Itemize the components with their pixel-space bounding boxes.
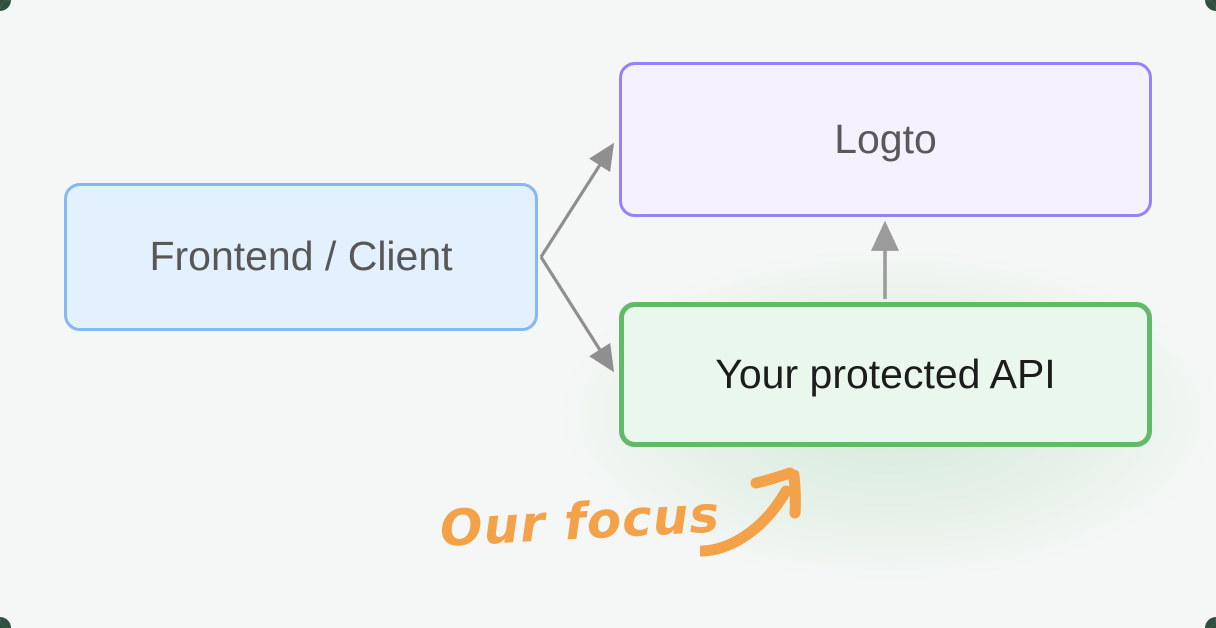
node-frontend-client-label: Frontend / Client [149, 233, 453, 280]
node-logto-label: Logto [834, 115, 937, 162]
edge-frontend-to-api [539, 256, 615, 373]
node-protected-api-label: Your protected API [715, 350, 1056, 397]
node-frontend-client[interactable]: Frontend / Client [64, 183, 538, 331]
node-protected-api[interactable]: Your protected API [619, 302, 1152, 447]
node-logto[interactable]: Logto [619, 62, 1152, 217]
edge-frontend-to-logto [539, 142, 615, 258]
